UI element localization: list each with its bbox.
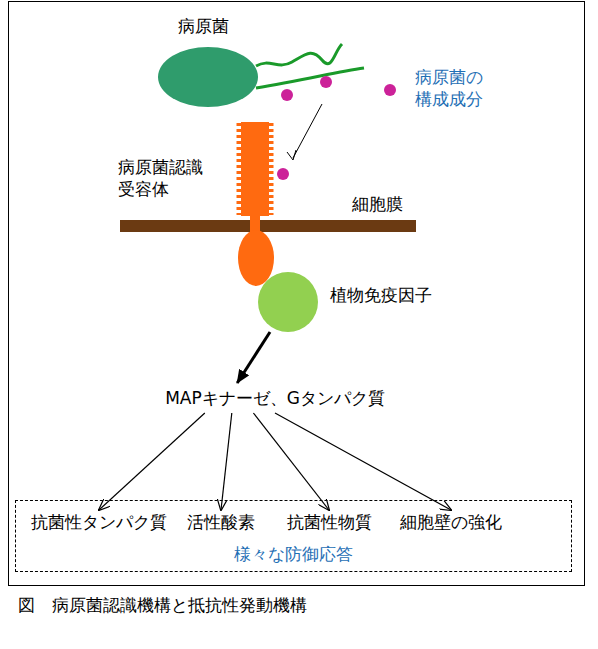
component-label: 病原菌の 構成成分 bbox=[415, 66, 491, 110]
flagellum bbox=[256, 68, 364, 88]
response-item: 活性酸素 bbox=[179, 510, 263, 534]
node-text: 細胞壁の強化 bbox=[391, 511, 511, 533]
immune-factor-circle-shape bbox=[258, 272, 318, 332]
node-text: 活性酸素 bbox=[179, 511, 263, 533]
pathogen-component-dot bbox=[277, 168, 289, 180]
connector-arrow bbox=[237, 332, 270, 383]
node-text: MAPキナーゼ、Gタンパク質 bbox=[140, 387, 410, 409]
immune-factor-circle bbox=[258, 272, 318, 332]
node-text: 病原菌認識 受容体 bbox=[118, 156, 210, 200]
defense-response-group: 様々な防御応答 抗菌性タンパク質活性酸素抗菌性物質細胞壁の強化 bbox=[15, 500, 572, 572]
receptor-bulb bbox=[238, 230, 274, 286]
pathogen-ellipse-shape bbox=[158, 47, 258, 107]
leader-line bbox=[293, 104, 322, 158]
immune-factor-circle: 植物免疫因子 bbox=[258, 272, 318, 332]
cell-membrane bbox=[120, 220, 416, 232]
receptor-ridge bbox=[269, 123, 274, 215]
pathogen-component-dot bbox=[384, 84, 396, 96]
response-item: 抗菌性タンパク質 bbox=[29, 510, 169, 534]
membrane-label: 細胞膜 bbox=[352, 193, 403, 215]
figure-caption: 図 病原菌認識機構と抵抗性発動機構 bbox=[18, 594, 307, 616]
pathogen-component-dot bbox=[281, 89, 293, 101]
pathogen-ellipse bbox=[158, 47, 258, 107]
response-item: 細胞壁の強化 bbox=[391, 510, 511, 534]
pathogen-component-dot bbox=[320, 76, 332, 88]
receptor-shape bbox=[236, 122, 276, 286]
frame bbox=[9, 2, 585, 586]
node-text: 抗菌性タンパク質 bbox=[29, 511, 169, 533]
receptor-ridge bbox=[237, 123, 242, 215]
node-text: 様々な防御応答 bbox=[16, 543, 571, 565]
connector-arrow bbox=[99, 413, 205, 510]
node-text: 抗菌性物質 bbox=[279, 511, 379, 533]
receptor-body bbox=[241, 122, 269, 216]
connector-arrow bbox=[275, 413, 451, 510]
node-text: 病原菌 bbox=[178, 15, 229, 37]
connector-arrow bbox=[221, 413, 232, 510]
leader-arrowhead bbox=[287, 150, 296, 160]
signal-text-node: MAPキナーゼ、Gタンパク質 bbox=[140, 383, 410, 413]
connector-arrow bbox=[253, 413, 329, 510]
response-item: 抗菌性物質 bbox=[279, 510, 379, 534]
pathogen-ellipse: 病原菌 bbox=[158, 47, 258, 107]
receptor: 病原菌認識 受容体 bbox=[236, 122, 276, 286]
flagellum bbox=[256, 44, 342, 66]
node-text: 植物免疫因子 bbox=[330, 284, 432, 306]
